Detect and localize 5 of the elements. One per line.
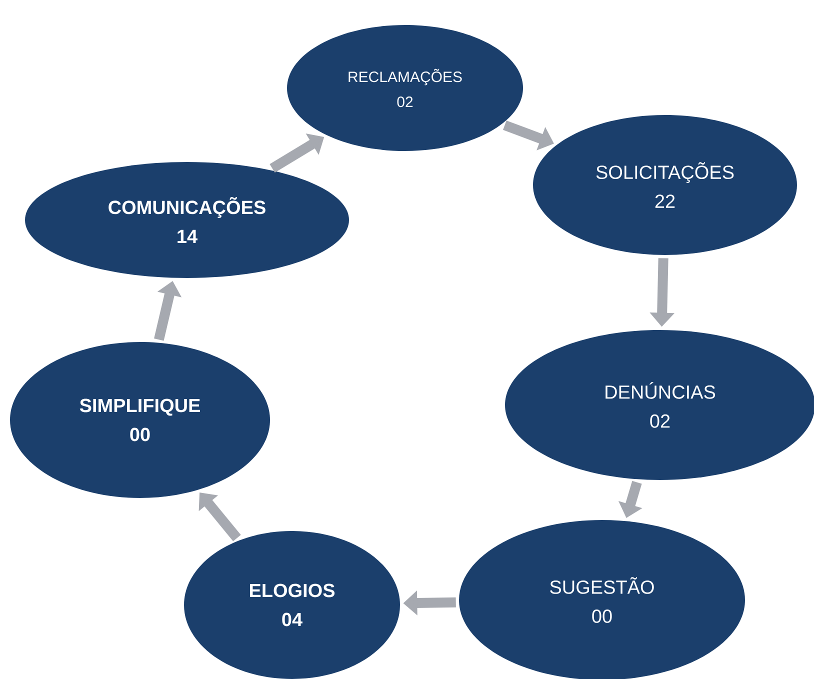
ellipse-node: SOLICITAÇÕES 22 xyxy=(533,115,797,255)
ellipse-node: COMUNICAÇÕES 14 xyxy=(25,162,349,278)
ellipse-node: RECLAMAÇÕES 02 xyxy=(287,25,523,151)
ellipse-node: SIMPLIFIQUE 00 xyxy=(10,342,270,498)
ellipse-node: ELOGIOS 04 xyxy=(184,531,400,679)
